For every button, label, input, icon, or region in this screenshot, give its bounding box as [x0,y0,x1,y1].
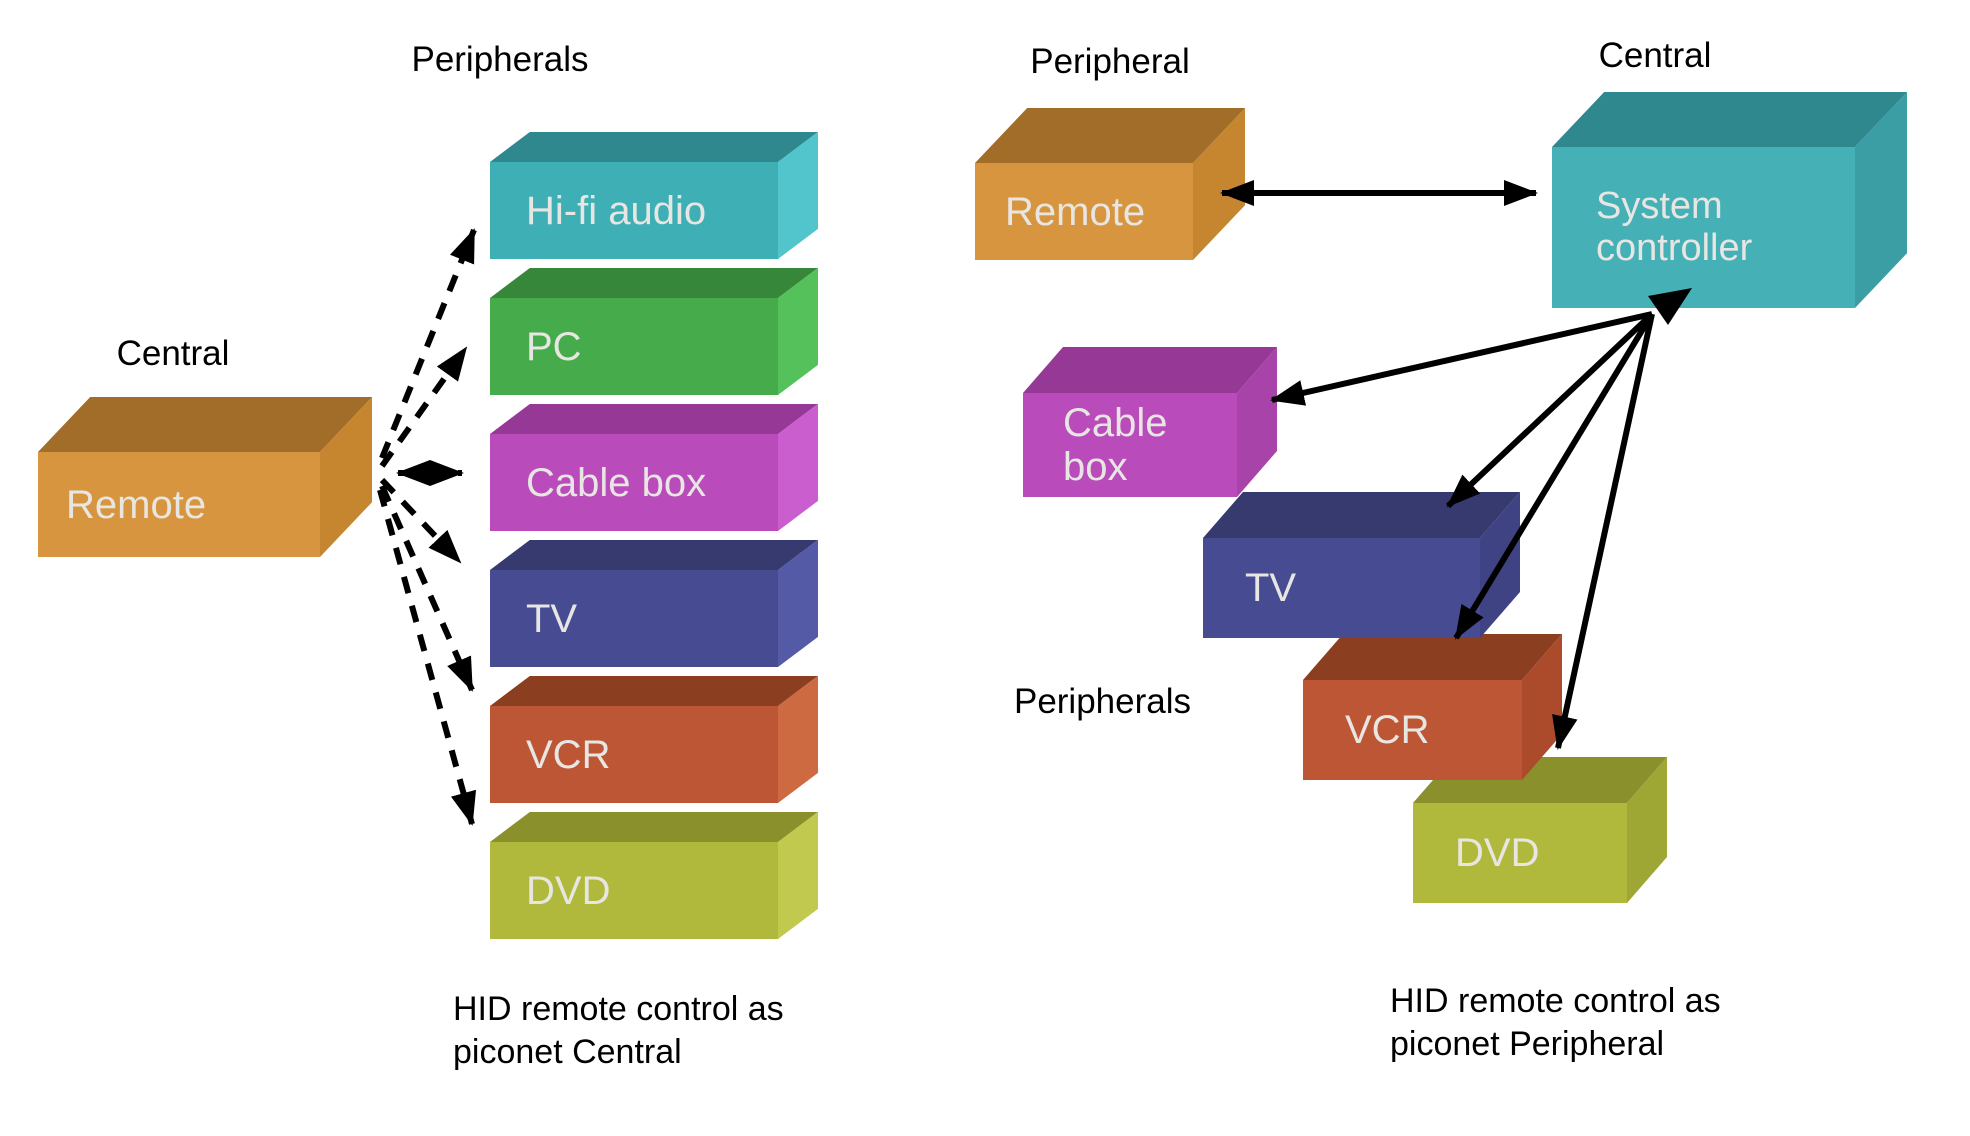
right-device-box-vcr: VCR [1303,633,1562,780]
box-top-face [490,404,818,434]
solid-arrow-to-dvd [1552,313,1655,750]
dashed-arrow-to-dvd [377,489,477,826]
left-remote-box-label: Remote [66,482,207,527]
box-top-face [490,676,818,706]
box-top-face [38,397,373,452]
right-caption: HID remote control as piconet Peripheral [1390,980,1721,1066]
box-top-face [1552,92,1908,147]
device-box-label: VCR [1345,708,1430,752]
box-top-face [490,812,818,842]
box-front-face: TV [490,570,778,667]
device-box-label: PC [526,324,582,369]
right-central-label: Central [1598,36,1712,75]
right-remote-box-label: Remote [1005,189,1146,234]
box-top-face [490,268,818,298]
box-front-face: Cable box [490,434,778,531]
dashed-arrow-to-tv [379,477,463,565]
box-top-face [1303,634,1562,680]
box-front-face: VCR [490,706,778,803]
right-remote-box: Remote [975,108,1246,260]
device-box-label: VCR [526,732,611,777]
left-caption: HID remote control as piconet Central [453,988,784,1074]
left-device-box-vcr: VCR [490,675,818,803]
box-front-face: Hi-fi audio [490,162,778,259]
box-top-face [1023,347,1277,393]
dashed-arrow-to-vcr [379,484,475,692]
left-remote-box: Remote [38,397,373,557]
right-device-box-dvd: DVD [1413,756,1667,903]
box-front-face: Remote [975,163,1193,260]
box-front-face: VCR [1303,680,1522,780]
box-front-face: DVD [1413,803,1627,903]
dashed-arrow-to-pc [379,346,469,468]
box-front-face: PC [490,298,778,395]
box-front-face: DVD [490,842,778,939]
device-box-label: TV [526,596,578,641]
device-box-label: TV [1245,566,1297,610]
left-central-label: Central [116,334,230,373]
right-peripheral-label: Peripheral [1030,42,1190,81]
box-top-face [490,132,818,162]
device-box-label: Hi-fi audio [526,188,707,233]
left-peripherals-label: Peripherals [411,40,589,79]
box-top-face [1203,492,1520,538]
left-device-box-cable-box: Cable box [490,403,818,531]
right-peripherals-label: Peripherals [1013,682,1192,721]
box-front-face: TV [1203,538,1480,638]
right-device-box-cable-box: Cable box [1023,346,1277,497]
solid-arrow-to-tv [1445,311,1655,509]
left-device-box-dvd: DVD [490,811,818,939]
device-box-label: DVD [526,868,611,913]
device-box-label: Cable box [526,460,707,505]
left-caption-line1: HID remote control as [453,990,784,1028]
device-box-label: Cable box [1063,401,1168,489]
right-caption-line1: HID remote control as [1390,982,1721,1020]
box-front-face: System controller [1552,147,1855,308]
solid-arrow-to-cable-box [1270,311,1653,406]
system-controller-box: System controller [1552,92,1908,308]
device-box-label: DVD [1455,831,1540,875]
left-device-box-pc: PC [490,267,818,395]
left-caption-line2: piconet Central [453,1032,682,1071]
box-front-face: Cable box [1023,393,1237,497]
right-device-box-tv: TV [1203,491,1520,638]
box-front-face: Remote [38,452,320,557]
left-device-box-hifi-audio: Hi-fi audio [490,131,818,259]
right-caption-line2: piconet Peripheral [1390,1024,1665,1063]
left-device-box-tv: TV [490,539,818,667]
system-controller-box-label: System controller [1596,184,1753,269]
box-top-face [490,540,818,570]
dashed-arrow-to-hifi-audio [379,228,477,460]
